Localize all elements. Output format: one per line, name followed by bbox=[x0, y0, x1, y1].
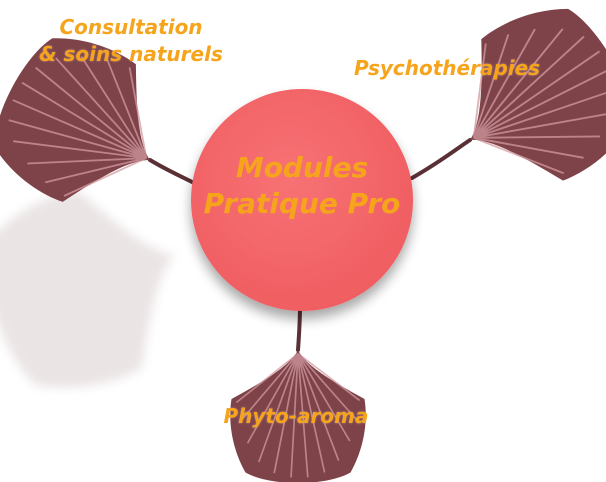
hub-title-line1: Modules bbox=[235, 151, 369, 184]
hub-title: Modules Pratique Pro bbox=[184, 150, 420, 222]
hub-title-line2: Pratique Pro bbox=[203, 187, 401, 220]
hub-circle bbox=[191, 89, 413, 311]
branch-label-psychotherapies: Psychothérapies bbox=[354, 56, 541, 80]
leaf-reflection bbox=[0, 164, 209, 411]
branch-label-consultation: Consultation & soins naturels bbox=[6, 14, 256, 68]
branch-label-consultation-line2: & soins naturels bbox=[39, 42, 223, 66]
branch-label-phyto: Phyto-aroma bbox=[223, 404, 369, 428]
branch-label-consultation-line1: Consultation bbox=[59, 15, 203, 39]
leaf-psychotherapies bbox=[428, 0, 606, 213]
